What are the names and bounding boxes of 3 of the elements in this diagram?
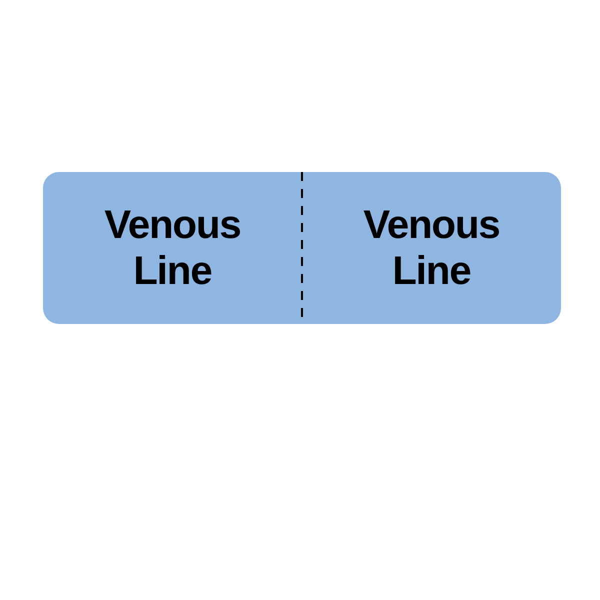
label-sticker <box>43 172 561 324</box>
label-text: Venous Line <box>103 202 242 294</box>
label-text: Venous Line <box>362 202 501 294</box>
